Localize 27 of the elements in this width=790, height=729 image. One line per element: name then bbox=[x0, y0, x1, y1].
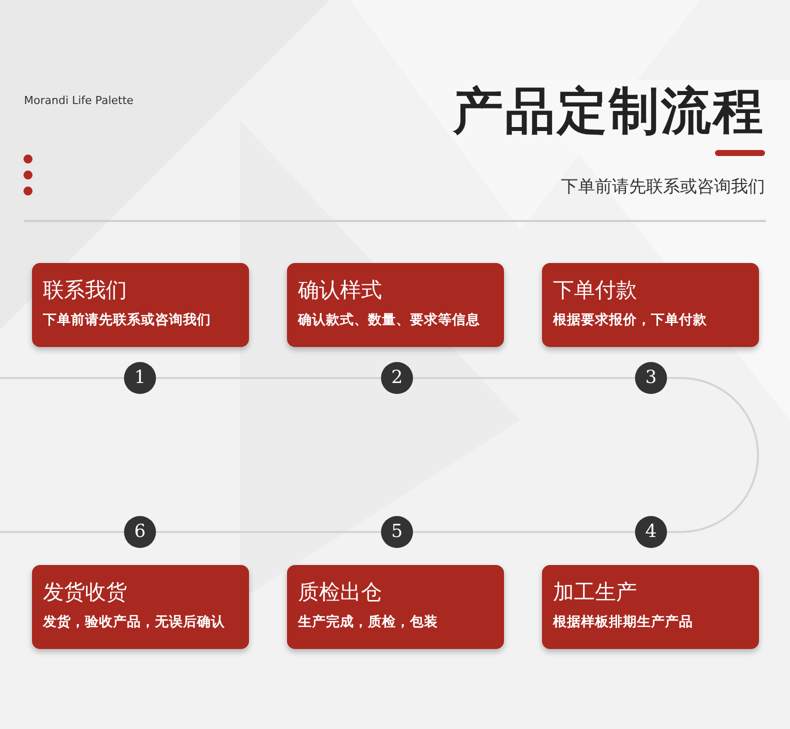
step-title: 发货收货 bbox=[43, 579, 127, 605]
tagline: Morandi Life Palette bbox=[24, 94, 134, 107]
step-number-badge: 3 bbox=[635, 362, 667, 394]
step-description: 生产完成，质检，包装 bbox=[298, 613, 438, 631]
step-card bbox=[32, 263, 249, 347]
connector-line bbox=[667, 377, 759, 533]
step-description: 根据样板排期生产产品 bbox=[553, 613, 693, 631]
step-description: 下单前请先联系或咨询我们 bbox=[43, 311, 211, 329]
step-card bbox=[542, 565, 759, 649]
step-card bbox=[287, 263, 504, 347]
step-description: 确认款式、数量、要求等信息 bbox=[298, 311, 480, 329]
step-title: 联系我们 bbox=[43, 277, 127, 303]
step-number-badge: 1 bbox=[124, 362, 156, 394]
step-card bbox=[542, 263, 759, 347]
step-description: 发货，验收产品，无误后确认 bbox=[43, 613, 225, 631]
step-title: 确认样式 bbox=[298, 277, 382, 303]
title: 产品定制流程 bbox=[453, 81, 765, 142]
subtitle: 下单前请先联系或咨询我们 bbox=[561, 176, 765, 198]
step-number-badge: 5 bbox=[381, 516, 413, 548]
step-card bbox=[32, 565, 249, 649]
step-number-badge: 6 bbox=[124, 516, 156, 548]
step-number-badge: 4 bbox=[635, 516, 667, 548]
step-title: 下单付款 bbox=[553, 277, 637, 303]
step-title: 质检出仓 bbox=[298, 579, 382, 605]
step-description: 根据要求报价，下单付款 bbox=[553, 311, 707, 329]
step-card bbox=[287, 565, 504, 649]
step-title: 加工生产 bbox=[553, 579, 637, 605]
